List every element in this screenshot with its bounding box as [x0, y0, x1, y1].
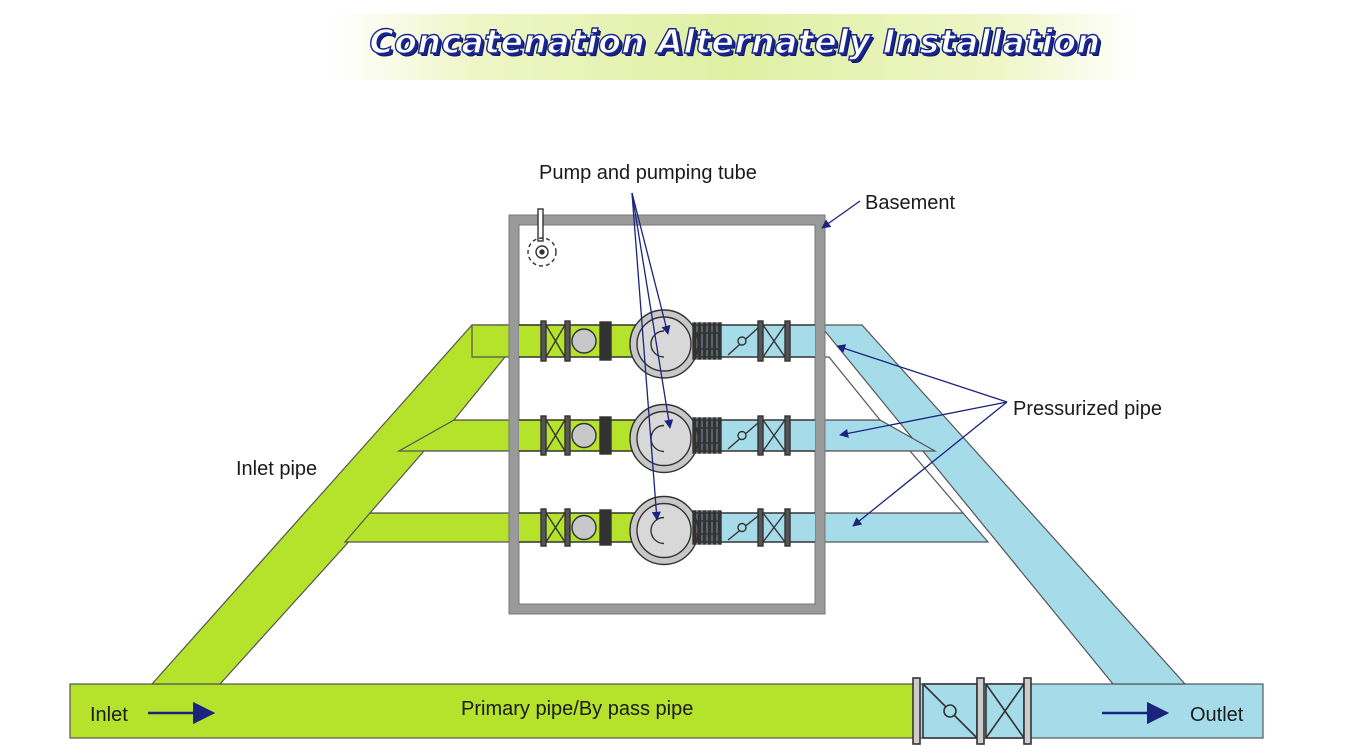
primary-pipe-label: Primary pipe/By pass pipe: [461, 698, 693, 720]
inlet-branch-row1: [471, 324, 515, 358]
inlet-pipe-label: Inlet pipe: [236, 458, 317, 480]
inlet-pipe-network: [69, 324, 919, 739]
pump-label: Pump and pumping tube: [539, 162, 757, 184]
inlet-label: Inlet: [90, 704, 128, 726]
diagram-title: Concatenation Alternately Installation: [369, 21, 1101, 61]
outlet-label: Outlet: [1190, 704, 1244, 726]
inlet-branch-row3: [343, 512, 515, 543]
pump-unit-2: [519, 403, 815, 474]
gauge-icon: [527, 208, 557, 267]
outlet-pipe-network: [818, 324, 1264, 739]
pump-unit-1: [519, 309, 815, 379]
pressurized-pipe-label: Pressurized pipe: [1013, 398, 1162, 420]
bypass-valves: [912, 677, 1032, 745]
title-banner: [330, 14, 1140, 80]
basement-label: Basement: [865, 192, 955, 214]
callout-lines: [631, 192, 1008, 527]
pump-unit-3: [519, 495, 815, 566]
basement-frame: [509, 215, 825, 614]
outlet-branch-row3: [819, 512, 990, 543]
pump-rows: [519, 309, 815, 566]
outlet-riser: [818, 324, 1187, 685]
